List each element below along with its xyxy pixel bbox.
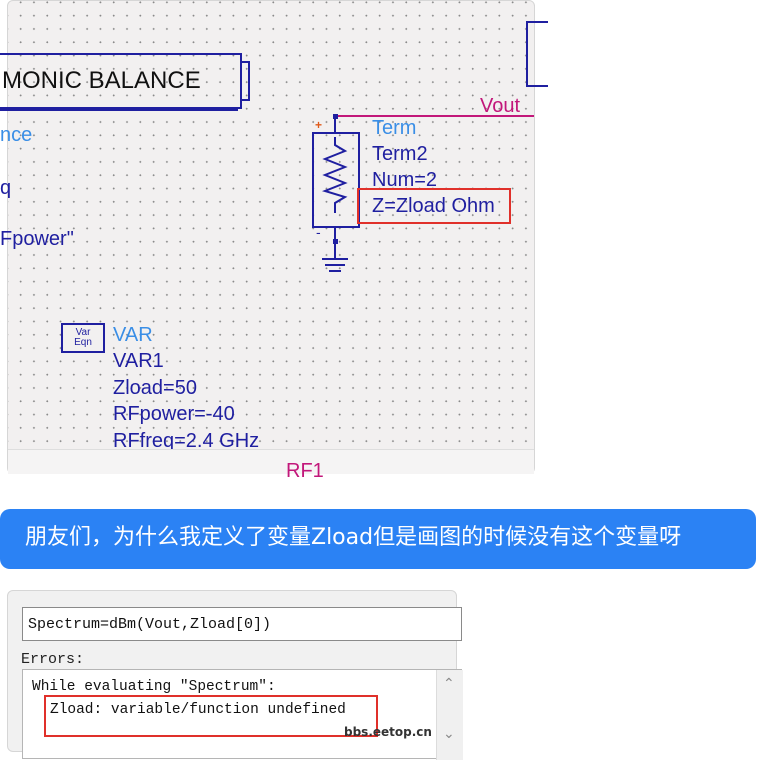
term-num-label: Num=2 xyxy=(372,169,438,191)
vout-pin xyxy=(333,114,338,119)
chat-message-bubble: 朋友们，为什么我定义了变量Zload但是画图的时候没有这个变量呀 xyxy=(0,509,756,569)
hb-param-fragment-3: Fpower" xyxy=(0,228,74,250)
harmonic-balance-underline xyxy=(0,109,238,111)
error-highlight-box xyxy=(44,695,378,737)
harmonic-balance-block[interactable] xyxy=(0,53,242,109)
var-param-rfpower: RFpower=-40 xyxy=(113,403,235,425)
chat-message-text: 朋友们，为什么我定义了变量Zload但是画图的时候没有这个变量呀 xyxy=(25,525,682,550)
harmonic-balance-title: MONIC BALANCE xyxy=(2,67,201,94)
var-name-label: VAR1 xyxy=(113,350,164,372)
error-message-2: Zload: variable/function undefined xyxy=(50,702,346,718)
error-dialog: Spectrum=dBm(Vout,Zload[0]) Errors: Whil… xyxy=(7,590,463,760)
var-type-label: VAR xyxy=(113,324,153,346)
hb-param-fragment-2: q xyxy=(0,177,12,199)
errors-label: Errors: xyxy=(21,651,85,668)
term-impedance-label: Z=Zload Ohm xyxy=(372,195,495,217)
term-symbol[interactable] xyxy=(8,1,534,473)
rf1-label: RF1 xyxy=(286,460,324,482)
term-name-label: Term2 xyxy=(372,143,428,165)
vout-label: Vout xyxy=(480,95,521,117)
term-minus-sign: - xyxy=(316,224,321,240)
expression-text: Spectrum=dBm(Vout,Zload[0]) xyxy=(28,616,272,633)
errors-scrollbar[interactable]: ⌃ ⌄ xyxy=(436,670,463,760)
error-message-1: While evaluating "Spectrum": xyxy=(32,679,276,695)
var-param-rffreq: RFfreq=2.4 GHz xyxy=(113,430,260,452)
term-plus-sign: + xyxy=(315,118,323,132)
schematic-canvas[interactable]: MONIC BALANCE nce q Fpower" + - Vout Ter… xyxy=(0,0,548,481)
var-icon-text-bottom: Eqn xyxy=(74,337,92,348)
resistor-zigzag xyxy=(321,137,348,213)
var-param-zload: Zload=50 xyxy=(113,377,197,399)
hb-param-fragment-1: nce xyxy=(0,124,33,146)
expression-field[interactable]: Spectrum=dBm(Vout,Zload[0]) xyxy=(22,607,462,641)
output-component-block[interactable] xyxy=(526,21,548,87)
var-eqn-icon[interactable]: Var Eqn xyxy=(61,323,105,353)
harmonic-balance-block-edge xyxy=(240,61,250,101)
watermark: bbs.eetop.cn xyxy=(344,725,432,739)
impedance-highlight-box xyxy=(357,188,511,224)
canvas-bottom-strip xyxy=(8,449,534,474)
var-icon-text-top: Var xyxy=(75,327,91,338)
term-bottom-pin xyxy=(333,239,338,244)
errors-pane[interactable]: While evaluating "Spectrum": Zload: vari… xyxy=(22,669,463,760)
chevron-up-icon[interactable]: ⌃ xyxy=(443,675,455,691)
chevron-down-icon[interactable]: ⌄ xyxy=(443,725,455,741)
term-type-label: Term xyxy=(372,117,417,139)
